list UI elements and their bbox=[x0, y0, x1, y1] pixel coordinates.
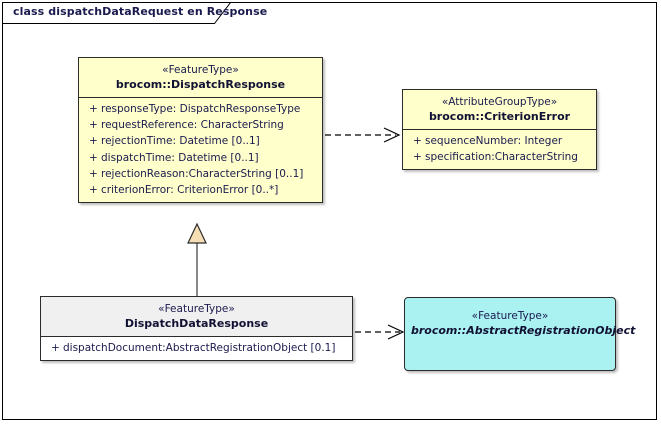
attribute-list-criterion-error: + sequenceNumber: Integer + specificatio… bbox=[403, 130, 596, 170]
class-header-dispatch-response: «FeatureType» brocom::DispatchResponse bbox=[79, 58, 322, 97]
attribute-list-dispatch-data-response: + dispatchDocument:AbstractRegistrationO… bbox=[41, 337, 352, 360]
attribute-text: rejectionTime: Datetime [0..1] bbox=[101, 135, 260, 148]
frame-tab-shape bbox=[2, 2, 232, 24]
attribute-row: + sequenceNumber: Integer bbox=[403, 133, 596, 149]
visibility-marker: + bbox=[51, 341, 60, 354]
attribute-row: + criterionError: CriterionError [0..*] bbox=[79, 182, 322, 198]
attribute-text: requestReference: CharacterString bbox=[101, 119, 284, 132]
class-box-dispatch-data-response[interactable]: «FeatureType» DispatchDataResponse + dis… bbox=[40, 296, 353, 362]
attribute-list-dispatch-response: + responseType: DispatchResponseType + r… bbox=[79, 98, 322, 203]
stereotype-dispatch-data-response: «FeatureType» bbox=[158, 303, 235, 315]
attribute-row: + requestReference: CharacterString bbox=[79, 117, 322, 133]
attribute-row: + dispatchDocument:AbstractRegistrationO… bbox=[41, 340, 352, 356]
stereotype-criterion-error: «AttributeGroupType» bbox=[441, 96, 558, 108]
visibility-marker: + bbox=[89, 167, 98, 180]
attribute-row: + dispatchTime: Datetime [0..1] bbox=[79, 150, 322, 166]
attribute-text: dispatchDocument:AbstractRegistrationObj… bbox=[63, 341, 336, 354]
compartment-divider bbox=[79, 96, 322, 98]
class-box-abstract-registration-object[interactable]: «FeatureType» brocom::AbstractRegistrati… bbox=[404, 297, 636, 371]
attribute-text: dispatchTime: Datetime [0..1] bbox=[101, 151, 259, 164]
visibility-marker: + bbox=[89, 135, 98, 148]
visibility-marker: + bbox=[89, 119, 98, 132]
class-name-dispatch-response: brocom::DispatchResponse bbox=[115, 78, 286, 92]
class-box-criterion-error[interactable]: «AttributeGroupType» brocom::CriterionEr… bbox=[402, 89, 597, 171]
class-box-dispatch-response[interactable]: «FeatureType» brocom::DispatchResponse +… bbox=[78, 57, 323, 204]
visibility-marker: + bbox=[89, 102, 98, 115]
class-name-abstract-registration-object: brocom::AbstractRegistrationObject bbox=[411, 324, 636, 338]
attribute-row: + rejectionReason:CharacterString [0..1] bbox=[79, 166, 322, 182]
stereotype-abstract-registration-object: «FeatureType» bbox=[471, 310, 549, 322]
visibility-marker: + bbox=[413, 134, 422, 147]
attribute-text: rejectionReason:CharacterString [0..1] bbox=[101, 167, 304, 180]
visibility-marker: + bbox=[89, 151, 98, 164]
visibility-marker: + bbox=[89, 184, 98, 197]
class-header-abstract-registration-object: «FeatureType» brocom::AbstractRegistrati… bbox=[405, 298, 636, 343]
attribute-text: criterionError: CriterionError [0..*] bbox=[101, 184, 279, 197]
attribute-text: sequenceNumber: Integer bbox=[425, 134, 563, 147]
compartment-divider bbox=[403, 128, 596, 130]
attribute-text: specification:CharacterString bbox=[425, 151, 578, 164]
frame-title-tab: class dispatchDataRequest en Response bbox=[2, 2, 267, 24]
compartment-divider bbox=[41, 335, 352, 337]
attribute-row: + rejectionTime: Datetime [0..1] bbox=[79, 133, 322, 149]
class-name-dispatch-data-response: DispatchDataResponse bbox=[124, 317, 269, 331]
class-header-dispatch-data-response: «FeatureType» DispatchDataResponse bbox=[41, 297, 352, 336]
attribute-text: responseType: DispatchResponseType bbox=[101, 102, 301, 115]
stereotype-dispatch-response: «FeatureType» bbox=[162, 64, 239, 76]
class-header-criterion-error: «AttributeGroupType» brocom::CriterionEr… bbox=[403, 90, 596, 129]
attribute-row: + responseType: DispatchResponseType bbox=[79, 101, 322, 117]
class-name-criterion-error: brocom::CriterionError bbox=[428, 110, 571, 124]
attribute-row: + specification:CharacterString bbox=[403, 149, 596, 165]
visibility-marker: + bbox=[413, 151, 422, 164]
frame-title-label: class dispatchDataRequest en Response bbox=[13, 5, 268, 18]
